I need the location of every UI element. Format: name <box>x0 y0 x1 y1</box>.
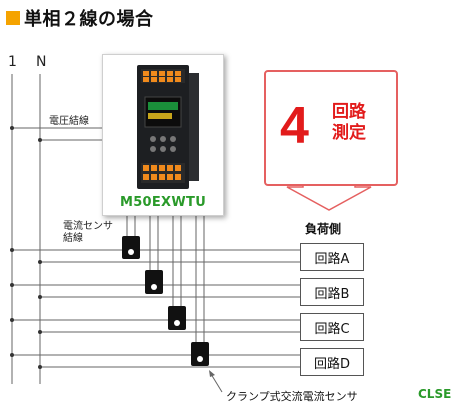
sensor-pointer-line <box>210 373 223 393</box>
measurement-count: 4 <box>280 97 309 155</box>
measurement-line2: 測定 <box>332 123 366 143</box>
junction-dot <box>38 330 42 334</box>
sensor-wiring-label-line2: 結線 <box>63 233 83 244</box>
junction-dot <box>10 248 14 252</box>
load-side-header: 負荷側 <box>305 222 342 236</box>
junction-dot <box>10 126 14 130</box>
phase-1-label: 1 <box>8 54 17 70</box>
junction-dot <box>38 260 42 264</box>
sensor-product-code: CLSE <box>418 387 452 401</box>
junction-dot <box>10 318 14 322</box>
circuit-box-c: 回路C <box>300 313 364 341</box>
voltage-wiring-label: 電圧結線 <box>49 116 89 127</box>
circuit-box-a: 回路A <box>300 243 364 271</box>
device-name: M50EXWTU <box>119 195 207 210</box>
junction-dot <box>38 138 42 142</box>
sensor-wiring-label-line1: 電流センサ <box>63 221 113 232</box>
clamp-sensor-d <box>191 342 209 366</box>
junction-dot <box>10 353 14 357</box>
junction-dot <box>38 365 42 369</box>
clamp-sensor-c <box>168 306 186 330</box>
clamp-sensor-b <box>145 270 163 294</box>
sensor-pointer-head <box>209 370 215 377</box>
page-title: 単相２線の場合 <box>24 9 154 30</box>
phase-n-label: N <box>36 54 47 70</box>
device-image <box>137 65 199 189</box>
measurement-callout: 4 回路 測定 <box>264 70 398 186</box>
circuit-box-d: 回路D <box>300 348 364 376</box>
page-title-row: 単相２線の場合 <box>6 6 154 30</box>
junction-dot <box>10 283 14 287</box>
device-photo-card: M50EXWTU <box>102 54 224 216</box>
measurement-arrow <box>286 181 372 211</box>
title-marker <box>6 11 20 25</box>
junction-dot <box>38 295 42 299</box>
clamp-sensor-a <box>122 236 140 259</box>
sensor-product-label: クランプ式交流電流センサ <box>226 390 358 403</box>
measurement-line1: 回路 <box>332 102 366 122</box>
circuit-box-b: 回路B <box>300 278 364 306</box>
